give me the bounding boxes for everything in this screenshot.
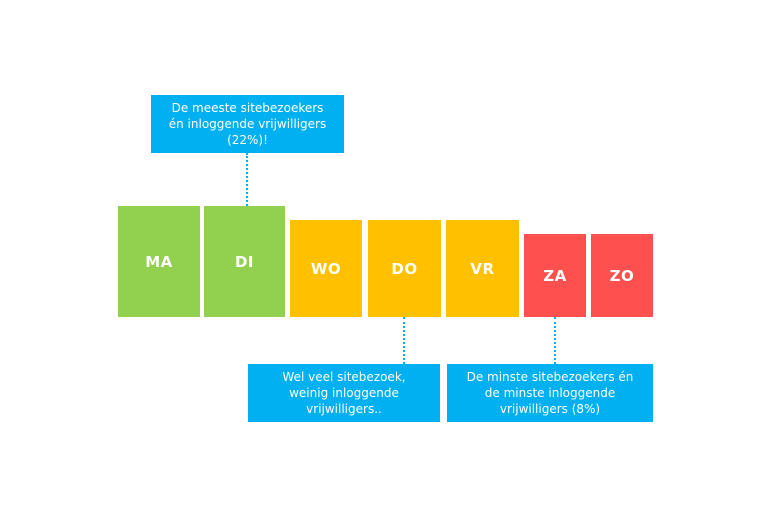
callout-za: De minste sitebezoekers én de minste inl… (447, 364, 653, 422)
day-block-di: DI (204, 206, 285, 317)
day-label-di: DI (234, 252, 255, 271)
day-label-wo: WO (310, 259, 342, 278)
day-label-ma: MA (145, 252, 173, 271)
day-block-do: DO (368, 220, 441, 317)
day-block-za: ZA (524, 234, 586, 317)
day-block-zo: ZO (591, 234, 653, 317)
day-block-ma: MA (118, 206, 200, 317)
connector-do (403, 317, 405, 364)
day-label-zo: ZO (609, 266, 635, 285)
day-block-wo: WO (290, 220, 362, 317)
connector-di (246, 153, 248, 206)
day-label-do: DO (391, 259, 418, 278)
day-block-vr: VR (446, 220, 519, 317)
callout-di: De meeste sitebezoekers én inloggende vr… (151, 95, 344, 153)
day-label-vr: VR (470, 259, 495, 278)
day-label-za: ZA (543, 266, 567, 285)
callout-do: Wel veel sitebezoek, weinig inloggende v… (248, 364, 440, 422)
connector-za (554, 317, 556, 364)
